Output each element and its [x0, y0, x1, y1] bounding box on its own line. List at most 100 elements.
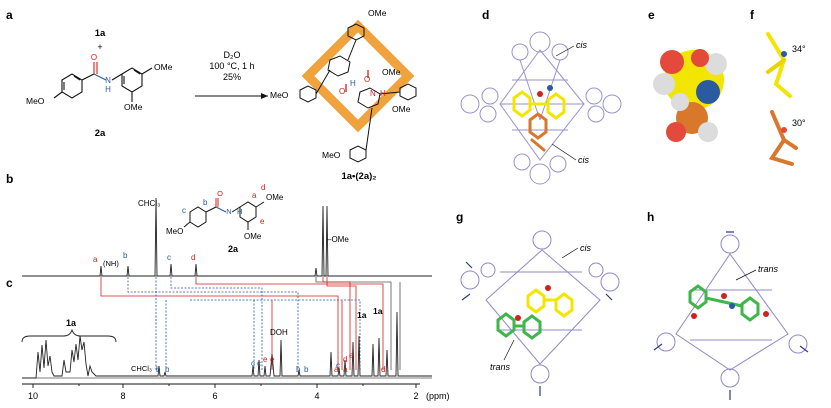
c-1a-bracket: [21, 328, 117, 343]
c-chcl3-label: CHCl₃: [131, 364, 152, 373]
c-1a-label-2: 1a: [373, 306, 383, 316]
c-peak-letter: e: [270, 355, 275, 364]
c-peak-letter: b: [156, 365, 161, 374]
panel-label-d: d: [482, 8, 489, 22]
ppm-tick-10: 10: [28, 391, 38, 401]
c-peak-letter: e: [263, 355, 268, 364]
b-nh-label: (NH): [103, 259, 119, 268]
b-struct-n: N: [226, 207, 231, 216]
panel-label-f: f: [750, 8, 755, 22]
meo-label: MeO: [26, 96, 45, 106]
reaction-arrow-head: [261, 93, 268, 99]
panel-label-e: e: [648, 8, 655, 22]
c-peak-letter: e: [349, 351, 354, 360]
d-cis-label-1: cis: [576, 40, 587, 50]
d-cis-label-2: cis: [578, 155, 589, 165]
crystal-structure-h: [653, 231, 809, 400]
reactant-1a-label: 1a: [95, 28, 106, 39]
product-h-label: H: [350, 79, 356, 88]
product-ome-right-low: OMe: [392, 104, 411, 114]
c-peak-letter: d: [343, 355, 347, 364]
b-struct-letter-e: e: [260, 217, 265, 226]
c-peak-letter: a: [343, 365, 348, 374]
condition-solvent: D₂O: [224, 50, 241, 60]
ppm-tick-2: 2: [413, 391, 418, 401]
b-chcl3-label: CHCl₃: [138, 199, 160, 208]
product-o-label-bottom: O: [339, 87, 345, 96]
ome-label-bottom: OMe: [124, 102, 143, 112]
h-trans-label: trans: [758, 264, 779, 274]
c-peak-letters: b b c c e e b b c d a e d a: [156, 351, 385, 374]
b-peak-c: c: [167, 253, 171, 262]
c-1a-label-1: 1a: [357, 310, 367, 320]
spectrum-b-trace: [22, 197, 432, 277]
b-struct-letter-c: c: [182, 206, 186, 215]
product-ome-top: OMe: [368, 8, 387, 18]
c-peak-letter: b: [165, 365, 170, 374]
b-struct-h: H: [237, 207, 242, 216]
product-o-label-top: O: [364, 75, 370, 84]
product-ome-right: OMe: [382, 67, 401, 77]
ome-label-top: OMe: [154, 62, 173, 72]
c-peak-letter: c: [257, 359, 261, 368]
c-peak-letter: b: [296, 365, 301, 374]
space-filling-model-e: [653, 49, 727, 142]
c-peak-letter: d: [381, 365, 385, 374]
ppm-axis-ticks: [32, 384, 417, 388]
spectrum-c: 1a CHCl₃ DOH 1a 1a b b c c e e b b c d a…: [21, 306, 450, 401]
b-struct-letter-a: a: [252, 191, 257, 200]
b-struct-meo: MeO: [166, 227, 183, 236]
c-1a-bracket-label: 1a: [66, 318, 77, 328]
condition-temp-time: 100 °C, 1 h: [209, 61, 254, 71]
f-angle-30: 30°: [792, 118, 806, 128]
b-struct-letter-d: d: [261, 183, 265, 192]
spectrum-c-trace: [22, 311, 432, 379]
g-trans-label: trans: [490, 362, 511, 372]
product-n-label: N: [370, 89, 376, 98]
product-h2-label: H: [380, 89, 386, 98]
torsion-f: [766, 32, 798, 166]
ppm-tick-8: 8: [120, 391, 125, 401]
product-label: 1a•(2a)₂: [341, 171, 376, 182]
reaction-scheme: 1a + O N H OMe OMe MeO 2a D₂O 100 °C, 1: [26, 8, 417, 182]
panel-label-b: b: [6, 172, 13, 186]
crystal-structure-g: [460, 230, 620, 396]
ppm-tick-6: 6: [212, 391, 217, 401]
reactant-2a-label: 2a: [95, 128, 106, 139]
amide-h-label: H: [105, 85, 111, 94]
product-meo-left: MeO: [270, 90, 289, 100]
correlation-lines: [100, 277, 401, 370]
crystal-structure-d: [460, 31, 622, 185]
b-struct-o: O: [217, 189, 223, 198]
b-peak-b: b: [123, 251, 128, 260]
c-peak-letter: c: [336, 361, 340, 370]
g-cis-label: cis: [580, 243, 591, 253]
plus-sign: +: [97, 42, 102, 52]
structure-2a-labeled: [183, 198, 265, 230]
f-angle-34: 34°: [792, 44, 806, 54]
b-peak-a: a: [93, 255, 98, 264]
panel-label-a: a: [6, 8, 13, 22]
condition-yield: 25%: [223, 72, 241, 82]
c-peak-letter: c: [251, 359, 255, 368]
structure-2a: [53, 62, 153, 102]
b-struct-letter-b: b: [203, 198, 208, 207]
ppm-unit: (ppm): [426, 391, 450, 401]
c-peak-letter: b: [304, 365, 309, 374]
c-peak-letter: a: [334, 365, 339, 374]
product-structure: [299, 19, 417, 163]
b-peak-d: d: [191, 253, 195, 262]
panel-label-g: g: [456, 210, 463, 224]
product-meo-bottom: MeO: [322, 150, 341, 160]
amide-n-label: N: [105, 76, 111, 85]
c-dod-label: DOH: [270, 328, 288, 337]
b-struct-ome-bottom: OMe: [244, 232, 262, 241]
b-compound-label: 2a: [228, 244, 239, 254]
panel-label-c: c: [6, 276, 13, 290]
panel-label-h: h: [647, 210, 654, 224]
b-struct-ome-top: OMe: [266, 193, 284, 202]
ppm-tick-4: 4: [314, 391, 319, 401]
b-ome-label: –OMe: [327, 235, 349, 244]
carbonyl-o-label: O: [91, 53, 97, 62]
